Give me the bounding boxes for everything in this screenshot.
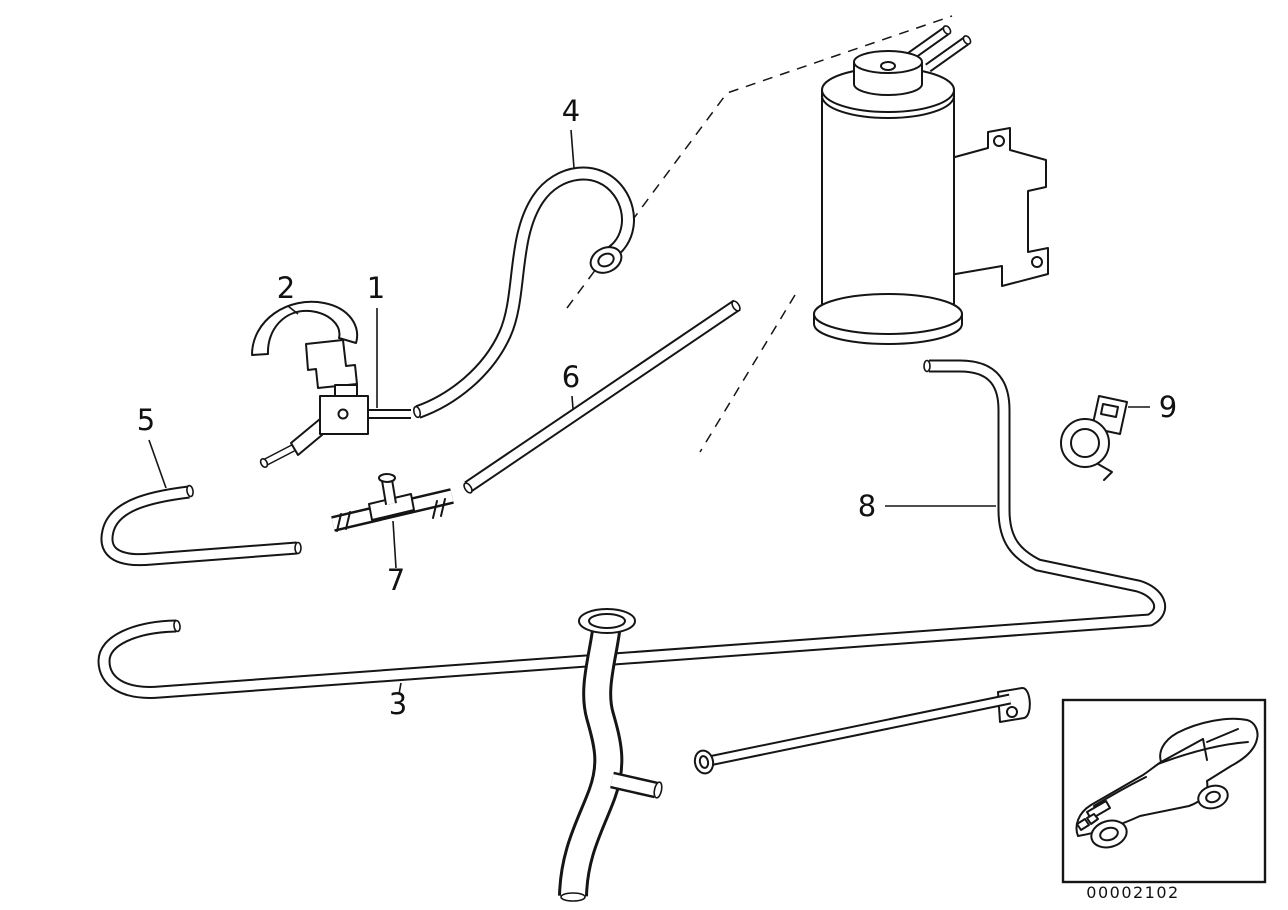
- filler-hose-mouth: [578, 608, 636, 634]
- branch-opening: [653, 781, 663, 799]
- tube-opening: [942, 25, 952, 35]
- clip-hook: [1097, 463, 1113, 481]
- mounting-bracket: [943, 127, 1049, 287]
- car-front-wheel-hub: [1099, 826, 1119, 842]
- hose-4: [413, 174, 628, 419]
- filler-hose-mouth-inner: [588, 613, 626, 629]
- pipe-opening-inner: [698, 755, 710, 769]
- callout-6[interactable]: 6: [562, 360, 580, 394]
- callout-8[interactable]: 8: [858, 489, 876, 523]
- fuel-pipe: [693, 687, 1031, 775]
- bracket-hole: [993, 135, 1005, 147]
- callout-9[interactable]: 9: [1159, 390, 1177, 424]
- car-body-outline: [1075, 717, 1259, 837]
- barb-rib: [345, 511, 351, 530]
- leader-3: [398, 682, 402, 695]
- clip-ring-inner: [1070, 428, 1100, 458]
- car-rear-wheel-hub: [1205, 790, 1221, 804]
- canister-flange-edge: [813, 313, 963, 345]
- dashed-line: [699, 294, 796, 453]
- stub-cap: [378, 473, 396, 483]
- leader-6: [571, 395, 574, 410]
- car-front-wheel: [1090, 819, 1128, 849]
- canister-flange: [813, 293, 963, 335]
- nozzle-tip: [259, 457, 269, 469]
- valve-cone: [290, 418, 323, 456]
- bracket-plate: [943, 127, 1049, 287]
- clip-ring: [1060, 418, 1110, 468]
- car-beltline: [1157, 741, 1249, 765]
- canister-top-tubes: [908, 25, 972, 68]
- hose-opening: [923, 359, 931, 373]
- hose-5: [107, 484, 302, 560]
- callout-leaders: [148, 129, 1150, 695]
- canister-cap-hole: [880, 61, 896, 71]
- tee-fitting: [333, 473, 452, 532]
- hose-opening: [186, 484, 194, 498]
- clamp-foot: [305, 339, 358, 389]
- leader-4: [570, 129, 575, 169]
- callout-4[interactable]: 4: [562, 94, 580, 128]
- leader-7: [392, 520, 397, 569]
- car-rear-wheel: [1197, 784, 1229, 810]
- car-rear-window: [1206, 728, 1239, 743]
- hose-ring-end: [589, 246, 623, 274]
- car-windshield: [1160, 738, 1204, 763]
- hose-clip: [1060, 395, 1128, 481]
- bracket-hole: [1031, 256, 1043, 268]
- filler-hose-end: [560, 892, 586, 902]
- filler-hose: [560, 608, 663, 902]
- tab-hole: [1006, 706, 1018, 718]
- callout-labels: 1 2 3 4 5 6 7 8 9: [137, 94, 1177, 721]
- car-illustration: [1075, 717, 1259, 849]
- clamp-bracket: [251, 300, 359, 389]
- hose-opening: [731, 300, 741, 312]
- hose-opening: [173, 619, 181, 633]
- barb-rib: [432, 500, 438, 519]
- callout-2[interactable]: 2: [277, 271, 295, 305]
- callout-5[interactable]: 5: [137, 403, 155, 437]
- hose-ring-end-inner: [597, 252, 615, 268]
- leader-5: [148, 439, 167, 489]
- tee-body: [368, 493, 415, 521]
- clamp-saddle: [251, 300, 359, 356]
- canister: [813, 25, 972, 345]
- car-hood-crease: [1093, 776, 1147, 807]
- inset-frame: [1061, 698, 1267, 884]
- car-grille: [1086, 813, 1099, 825]
- vent-hose-loop: [104, 361, 1160, 693]
- hose-opening: [463, 482, 473, 494]
- callout-3[interactable]: 3: [389, 687, 407, 721]
- construction-dashed-lines: [566, 15, 953, 453]
- pipe-opening: [693, 749, 715, 775]
- hose-6: [462, 300, 741, 494]
- barb-rib: [440, 498, 446, 517]
- hose-opening: [294, 541, 302, 555]
- hose-opening: [412, 405, 422, 419]
- valve-body: [319, 395, 369, 435]
- valve-top-tab: [334, 384, 358, 397]
- canister-seam: [821, 95, 955, 119]
- clip-tab-notch: [1100, 403, 1119, 418]
- barb-rib: [336, 513, 342, 532]
- leader-2: [287, 305, 299, 315]
- car-grille: [1076, 818, 1090, 831]
- tube-opening: [962, 35, 972, 45]
- vent-valve: [259, 384, 411, 469]
- callout-1[interactable]: 1: [367, 271, 385, 305]
- valve-detail: [337, 408, 349, 420]
- car-inset: 00002102: [1061, 698, 1267, 902]
- callout-7[interactable]: 7: [387, 563, 405, 597]
- diagram-code: 00002102: [1086, 883, 1179, 902]
